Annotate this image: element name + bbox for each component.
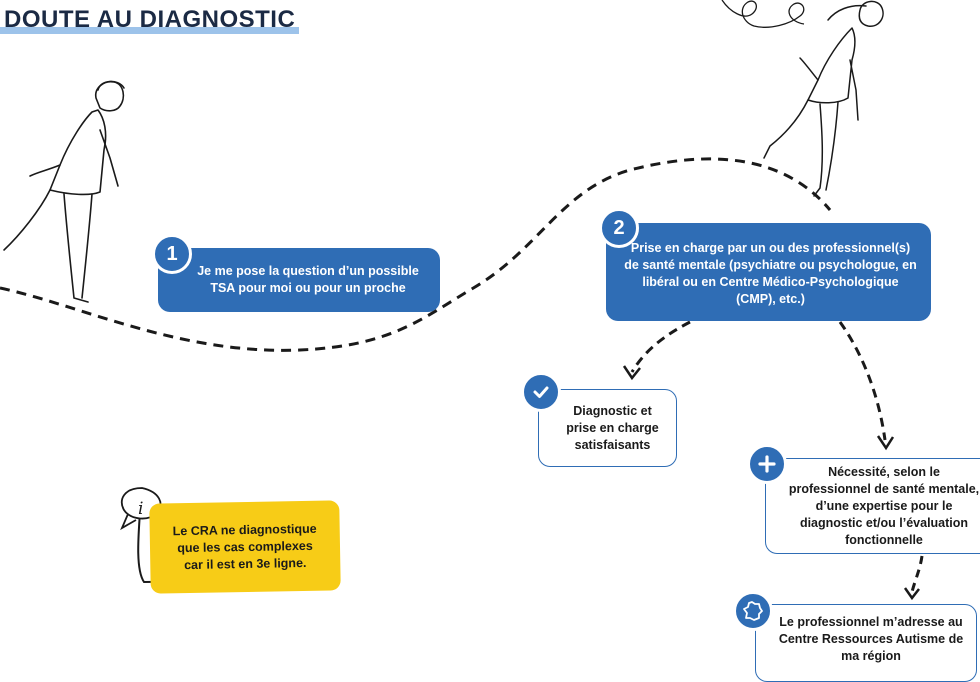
cra-outcome-text: Le professionnel m’adresse au Centre Res… [778, 614, 964, 663]
check-icon [521, 372, 561, 412]
step-2-text: Prise en charge par un ou des profession… [624, 241, 917, 306]
expertise-outcome-text: Nécessité, selon le professionnel de san… [788, 464, 980, 547]
expertise-outcome-box: Nécessité, selon le professionnel de san… [765, 458, 980, 554]
step-2-badge: 2 [599, 208, 639, 248]
page-title: DOUTE AU DIAGNOSTIC [0, 6, 300, 34]
info-bubble [120, 487, 162, 531]
arrow-to-expertise [838, 321, 887, 441]
satisfied-outcome-text: Diagnostic et prise en charge satisfaisa… [566, 403, 659, 452]
info-note-text: Le CRA ne diagnostique que les cas compl… [172, 521, 317, 572]
satisfied-outcome-box: Diagnostic et prise en charge satisfaisa… [538, 389, 677, 467]
walking-woman-illustration [763, 0, 884, 197]
arrow-to-cra [910, 555, 924, 593]
step-1-badge: 1 [152, 234, 192, 274]
info-note-box: Le CRA ne diagnostique que les cas compl… [149, 500, 341, 594]
arrow-to-satisfied [630, 320, 691, 373]
info-icon: i [138, 499, 143, 519]
cra-outcome-box: Le professionnel m’adresse au Centre Res… [755, 604, 977, 682]
journey-path [0, 157, 832, 352]
step-2-box: Prise en charge par un ou des profession… [606, 223, 931, 321]
thought-scribble [721, 0, 805, 28]
step-1-text: Je me pose la question d’un possible TSA… [197, 264, 419, 295]
plus-icon [747, 444, 787, 484]
step-1-box: Je me pose la question d’un possible TSA… [158, 248, 440, 312]
france-map-icon [733, 591, 773, 631]
walking-man-illustration [3, 80, 125, 303]
